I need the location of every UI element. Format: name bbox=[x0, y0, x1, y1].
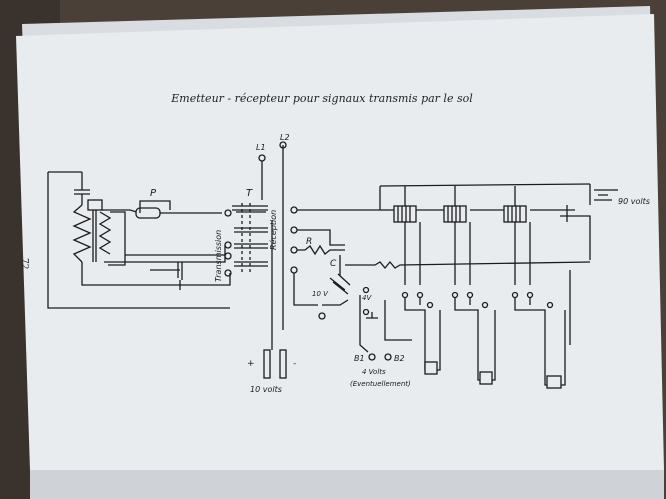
transformer-1 bbox=[390, 186, 421, 285]
terminal-b2 bbox=[384, 353, 392, 361]
capacitor-left bbox=[74, 172, 90, 205]
label-4-volts: 4 Volts bbox=[362, 368, 386, 376]
label-t: T bbox=[246, 188, 253, 199]
label-10v-side: 10 V bbox=[312, 290, 329, 298]
tube-stage-2 bbox=[451, 291, 496, 385]
label-4v: 4V bbox=[362, 294, 372, 302]
coil-secondary bbox=[98, 211, 112, 255]
label-10-volts: 10 volts bbox=[250, 385, 282, 394]
label-l1: L1 bbox=[256, 143, 266, 152]
battery-10v-right bbox=[279, 349, 287, 379]
coil-primary bbox=[72, 204, 92, 263]
page-number: 72 bbox=[19, 258, 29, 269]
schematic bbox=[47, 141, 618, 389]
resistor-r bbox=[297, 244, 345, 256]
label-l2: L2 bbox=[280, 133, 290, 142]
capacitor-right bbox=[560, 205, 575, 222]
tube-stage-1 bbox=[384, 291, 441, 375]
schematic-labels: P T L1 L2 Transmission Réception R C 10 … bbox=[150, 133, 650, 394]
page-title: Emetteur - récepteur pour signaux transm… bbox=[170, 92, 473, 105]
battery-10v-left bbox=[263, 349, 271, 379]
label-c: C bbox=[330, 259, 337, 269]
label-transmission: Transmission bbox=[214, 230, 223, 282]
label-p: P bbox=[150, 188, 157, 199]
filament-bus bbox=[345, 260, 591, 270]
label-b1: B1 bbox=[354, 354, 365, 363]
label-plus-10v: + bbox=[247, 359, 255, 369]
label-r: R bbox=[306, 237, 312, 247]
key-switch bbox=[150, 262, 183, 290]
page-sheet bbox=[16, 14, 664, 470]
label-reception: Réception bbox=[268, 210, 278, 250]
label-eventuellement: (Eventuellement) bbox=[350, 380, 411, 388]
tube-stage-3 bbox=[511, 270, 571, 389]
transformer-3 bbox=[470, 186, 531, 285]
battery-90v bbox=[594, 189, 612, 201]
page-under bbox=[30, 470, 664, 499]
label-b2: B2 bbox=[394, 354, 405, 363]
label-90-volts: 90 volts bbox=[618, 197, 650, 206]
terminal-b1 bbox=[368, 353, 376, 361]
bus-top bbox=[379, 183, 591, 187]
label-minus-10v: - bbox=[293, 359, 296, 369]
transformer-2 bbox=[420, 186, 471, 285]
